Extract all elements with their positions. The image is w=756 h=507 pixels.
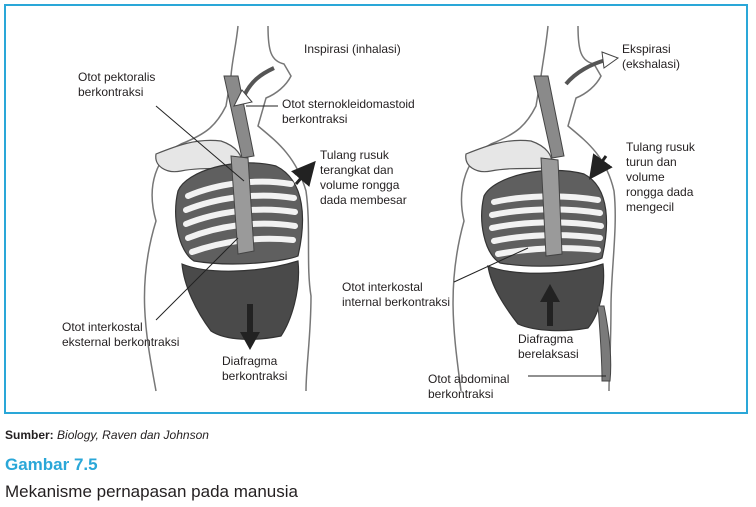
torso-illustration (143, 25, 620, 392)
label-rusuk-terangkat: Tulang rusuk terangkat dan volume rongga… (320, 148, 407, 207)
label-rusuk-turun: Tulang rusuk turun dan volume rongga dad… (626, 140, 695, 214)
label-otot-abdominal: Otot abdominal berkontraksi (428, 372, 510, 401)
inhalation-figure (143, 25, 316, 392)
label-sternokleidomastoid: Otot sternokleidomastoid berkontraksi (282, 97, 415, 126)
source-line: Sumber: Biology, Raven dan Johnson (5, 428, 209, 442)
source-text: Biology, Raven dan Johnson (57, 428, 209, 442)
label-interkostal-internal: Otot interkostal internal berkontraksi (342, 280, 451, 309)
label-inspirasi: Inspirasi (inhalasi) (304, 42, 401, 56)
figure-caption: Mekanisme pernapasan pada manusia (5, 482, 298, 501)
exhalation-figure (452, 25, 620, 392)
figure-number: Gambar 7.5 (5, 455, 98, 474)
source-label: Sumber: (5, 428, 54, 442)
figure-frame: Inspirasi (inhalasi) Otot pektoralis ber… (4, 4, 748, 414)
label-diafragma-kontraksi: Diafragma berkontraksi (222, 354, 288, 383)
label-ekspirasi: Ekspirasi (ekshalasi) (622, 42, 681, 71)
label-pektoralis: Otot pektoralis berkontraksi (78, 70, 156, 99)
label-diafragma-relaksasi: Diafragma berelaksasi (518, 332, 579, 361)
label-interkostal-eksternal: Otot interkostal eksternal berkontraksi (62, 320, 180, 349)
